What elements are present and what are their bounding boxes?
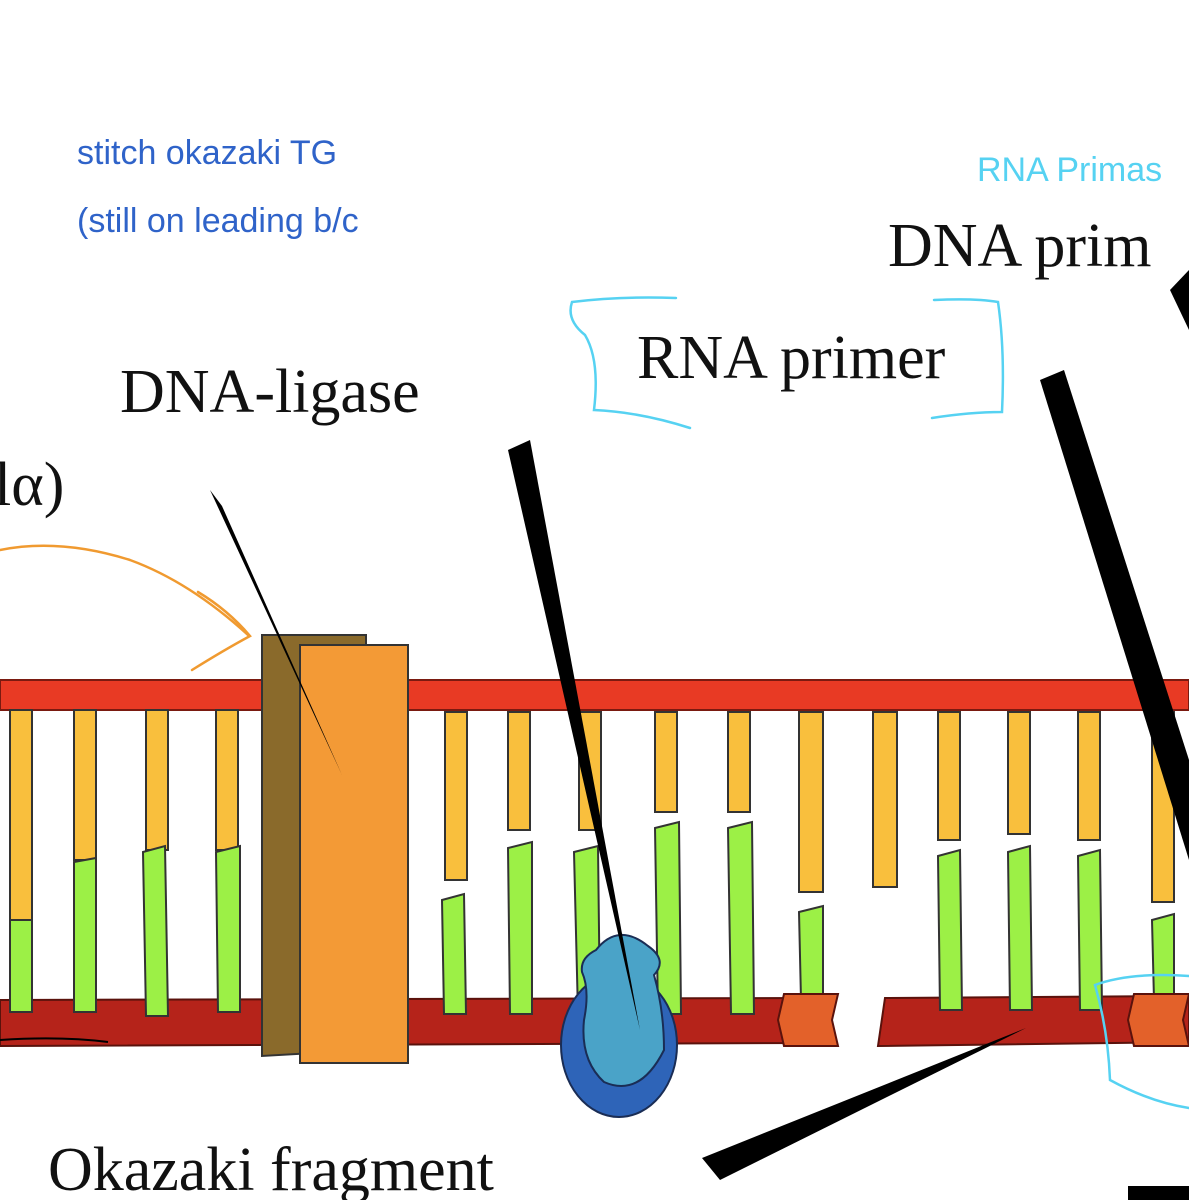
base-pair (214, 709, 241, 1013)
bottom-left-mark (0, 1037, 109, 1043)
base-pair (872, 711, 898, 888)
label-rna-primer: RNA primer (637, 324, 946, 392)
base-pairs (9, 709, 1175, 1017)
top-backbone (0, 679, 1189, 711)
base-pair (9, 709, 33, 1013)
dna-primase-leader (1170, 270, 1189, 330)
cyan-bracket-primase (1093, 973, 1189, 1110)
rna-primer-leader (1040, 370, 1189, 860)
base-pair (797, 711, 824, 1001)
note-rna-primase: RNA Primas (977, 151, 1162, 189)
base-pair (506, 711, 533, 1015)
note-still-on-leading: (still on leading b/c (77, 202, 359, 240)
label-pol-alpha: lα) (0, 451, 64, 519)
orange-arrow (0, 544, 252, 672)
rna-primer-block (1126, 993, 1189, 1047)
base-pair (141, 709, 170, 1017)
leader-lines (0, 270, 1189, 1200)
dna-polymerase-enzyme (560, 933, 678, 1118)
base-pair (440, 711, 468, 1015)
dna-ligase-leader (210, 490, 342, 775)
base-pair (73, 709, 97, 1013)
note-stitch-okazaki: stitch okazaki TG (77, 134, 337, 172)
okazaki-fragment-leader (702, 1028, 1026, 1180)
cyan-bracket-rna-primer (569, 296, 1005, 430)
base-pair (1076, 711, 1104, 1011)
base-pair (1006, 711, 1034, 1011)
label-dna-primase: DNA prim (888, 212, 1152, 280)
dna-polymerase-leader (508, 440, 640, 1030)
label-dna-ligase: DNA-ligase (120, 358, 420, 426)
bottom-right-mark (1128, 1186, 1189, 1200)
base-pair (653, 711, 683, 1015)
label-okazaki-fragment: Okazaki fragment (48, 1136, 494, 1200)
base-pair (936, 711, 964, 1011)
dna-ligase-enzyme (261, 634, 409, 1064)
rna-primer-block (776, 993, 840, 1047)
base-pair (726, 711, 756, 1015)
